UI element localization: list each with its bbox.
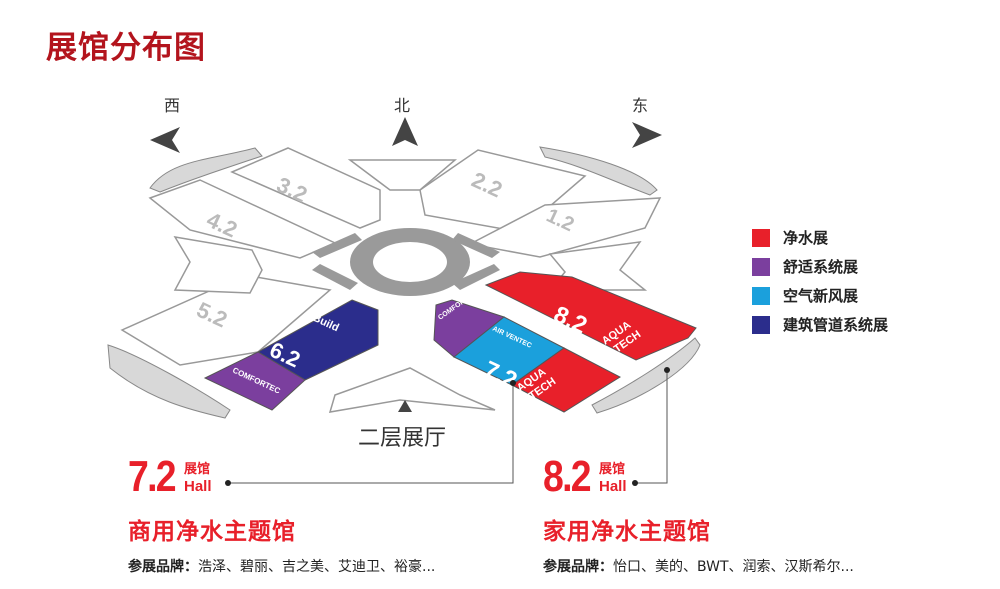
south-plaza	[328, 367, 496, 413]
nw-pad	[149, 147, 263, 193]
ring-center	[373, 242, 447, 282]
feature-hall-cn: 展馆	[599, 461, 626, 476]
callout-line-7-2	[228, 383, 514, 484]
hall-6-2-comfortec	[203, 351, 306, 411]
legend-label: 建筑管道系统展	[783, 316, 889, 334]
legend-swatch	[752, 257, 770, 276]
callout-dot	[225, 480, 231, 486]
east-label: 东	[632, 96, 649, 115]
connector	[312, 264, 358, 290]
west-plaza	[173, 235, 263, 294]
west-arrow-icon	[150, 127, 180, 153]
legend-label: 空气新风展	[783, 287, 859, 305]
callout-dot	[664, 367, 670, 373]
brands-label: 参展品牌：	[543, 559, 613, 575]
brands-list: 怡口、美的、BWT、润索、汉斯希尔...	[613, 559, 854, 575]
legend-swatch	[752, 228, 770, 247]
callout-line-8-2	[635, 370, 668, 484]
callout-dot	[510, 380, 516, 386]
west-label: 西	[164, 96, 181, 115]
hall-7-2-aquatech	[511, 347, 622, 413]
legend-label: 舒适系统展	[783, 258, 859, 276]
feature-hall-en: Hall	[599, 478, 627, 495]
legend-item-comfort: 舒适系统展	[752, 256, 858, 277]
brands-label: 参展品牌：	[128, 559, 198, 575]
feature-hall-number: 7.2	[128, 452, 177, 501]
north-arrow-icon	[392, 117, 418, 146]
callout-dot	[632, 480, 638, 486]
feature-hall-en: Hall	[184, 478, 212, 495]
feature-brands: 参展品牌：怡口、美的、BWT、润索、汉斯希尔...	[543, 556, 854, 576]
se-pad	[591, 337, 701, 414]
legend-swatch	[752, 315, 770, 334]
connector	[312, 233, 362, 258]
legend-label: 净水展	[783, 229, 829, 247]
sw-pad	[107, 344, 231, 419]
ne-pad	[539, 146, 658, 196]
feature-hall-number: 8.2	[543, 452, 592, 501]
legend-item-building: 建筑管道系统展	[752, 314, 888, 335]
floor-label: 二层展厅	[358, 426, 447, 451]
hall-6-2-building	[256, 299, 379, 381]
east-arrow-icon	[632, 122, 662, 148]
entrance-arrow-icon	[398, 400, 412, 412]
hall-8-2-aquatech	[484, 271, 697, 361]
legend-item-air: 空气新风展	[752, 285, 858, 306]
legend-swatch	[752, 286, 770, 305]
legend-item-water: 净水展	[752, 227, 828, 248]
feature-brands: 参展品牌：浩泽、碧丽、吉之美、艾迪卫、裕豪...	[128, 556, 435, 576]
connector	[452, 264, 500, 290]
page-title: 展馆分布图	[46, 30, 206, 66]
feature-hall-cn: 展馆	[184, 461, 211, 476]
north-plaza	[347, 159, 458, 191]
hall-1-2	[467, 197, 662, 258]
hall-3-2	[230, 147, 381, 229]
feature-theme: 商用净水主题馆	[128, 519, 296, 545]
brands-list: 浩泽、碧丽、吉之美、艾迪卫、裕豪...	[198, 559, 436, 575]
north-label: 北	[394, 96, 411, 115]
connector	[452, 233, 500, 258]
feature-theme: 家用净水主题馆	[543, 519, 711, 545]
